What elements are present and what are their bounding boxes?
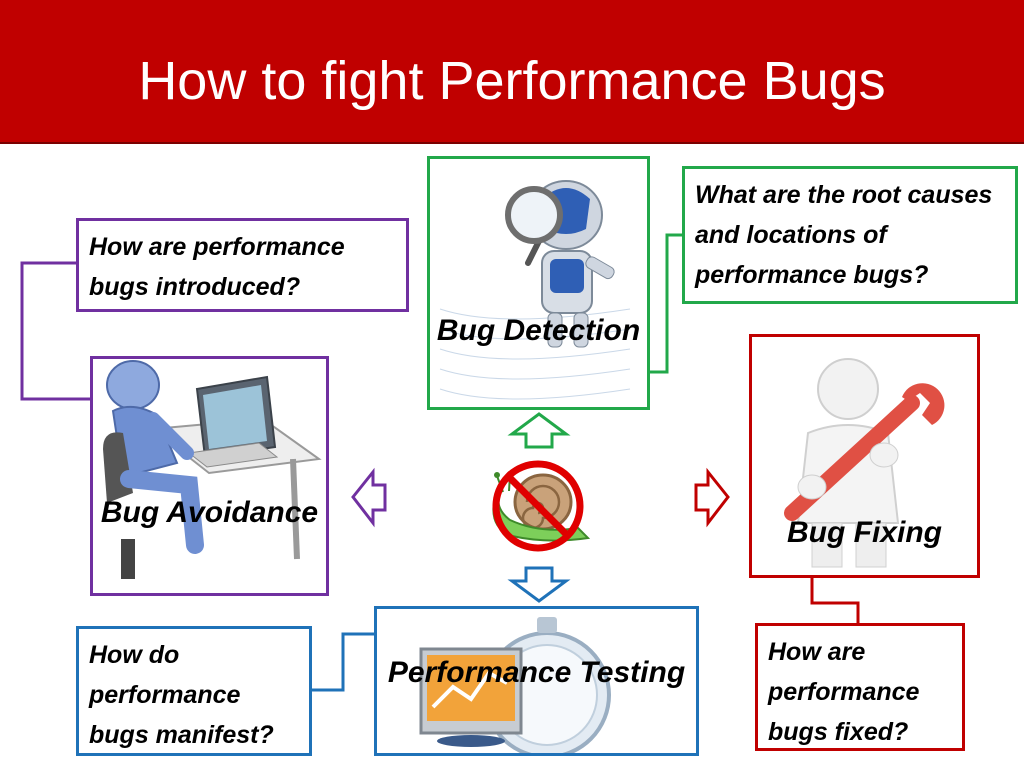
bug-fixing-node: Bug Fixing: [749, 334, 980, 578]
bug-fixing-label: Bug Fixing: [787, 516, 942, 549]
arrow-down-icon: [507, 566, 571, 603]
fixing-question: How are performance bugs fixed?: [755, 623, 965, 751]
detection-question: What are the root causes and locations o…: [682, 166, 1018, 304]
testing-question: How do performance bugs manifest?: [76, 626, 312, 756]
detection-connector: [650, 233, 682, 374]
fixing-connector: [810, 578, 860, 623]
bug-avoidance-node: Bug Avoidance: [90, 356, 329, 596]
avoidance-connector: [20, 261, 90, 401]
no-snail-icon: [492, 460, 591, 552]
arrow-left-icon: [351, 467, 387, 528]
performance-testing-node: Performance Testing: [374, 606, 699, 756]
arrow-up-icon: [507, 412, 571, 449]
person-with-wrench-icon: [784, 358, 945, 568]
person-at-computer-icon: [103, 360, 322, 579]
robot-magnifier-icon: [439, 180, 631, 400]
avoidance-question: How are performance bugs introduced?: [76, 218, 409, 312]
stopwatch-chart-icon: [419, 617, 611, 753]
bug-detection-label: Bug Detection: [436, 314, 641, 347]
bug-avoidance-label: Bug Avoidance: [100, 496, 319, 529]
bug-detection-node: Bug Detection: [427, 156, 650, 410]
title-bar: How to fight Performance Bugs: [0, 0, 1024, 144]
slide-title: How to fight Performance Bugs: [138, 51, 886, 111]
arrow-right-icon: [694, 467, 730, 528]
testing-connector: [312, 632, 374, 692]
performance-testing-label: Performance Testing: [387, 656, 686, 689]
